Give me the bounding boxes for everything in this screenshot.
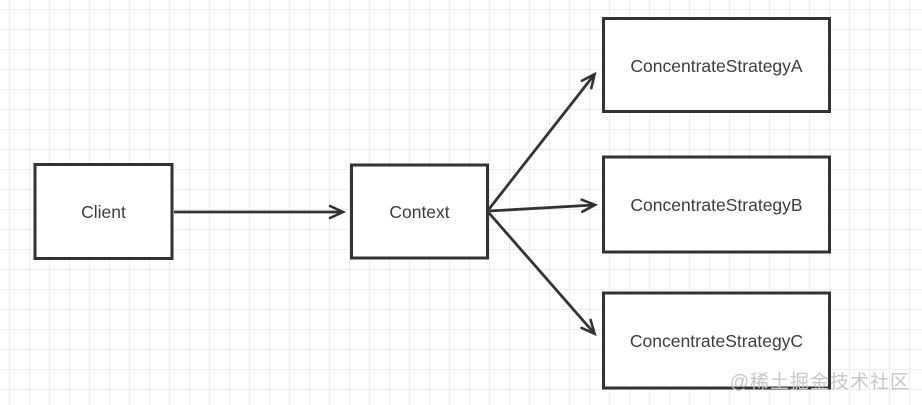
node-context-box <box>350 163 489 260</box>
edge-context-strategy-a <box>487 71 597 210</box>
edges <box>174 71 599 337</box>
node-strategy-a-box <box>602 17 831 113</box>
node-client-box <box>33 163 174 260</box>
node-client: Client <box>33 163 174 260</box>
node-strategy-b-box <box>602 155 831 254</box>
node-strategy-c: ConcentrateStrategyC <box>602 291 831 390</box>
node-context: Context <box>350 163 489 260</box>
node-strategy-a: ConcentrateStrategyA <box>602 17 831 113</box>
node-strategy-a-label: ConcentrateStrategyA <box>630 56 803 76</box>
node-strategy-c-box <box>602 291 831 390</box>
node-client-label: Client <box>81 202 126 222</box>
node-context-label: Context <box>389 202 449 222</box>
node-strategy-b-label: ConcentrateStrategyB <box>630 195 802 215</box>
edge-context-strategy-c <box>487 212 597 337</box>
node-strategy-b: ConcentrateStrategyB <box>602 155 831 254</box>
node-strategy-c-label: ConcentrateStrategyC <box>630 331 803 351</box>
edge-context-strategy-b <box>488 198 599 213</box>
watermark: @稀土掘金技术社区 <box>729 372 910 393</box>
